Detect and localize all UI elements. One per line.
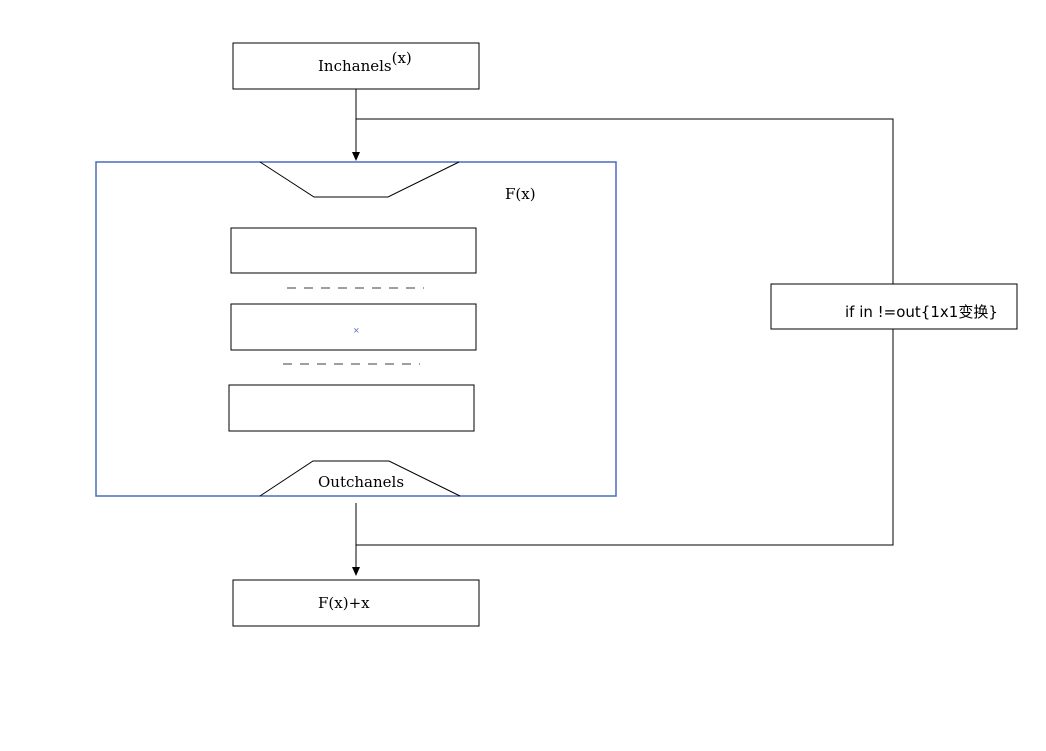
layer-box-1 bbox=[230, 227, 477, 274]
fx-block: F(x) × Outchanels bbox=[95, 161, 617, 497]
block-label: F(x) bbox=[505, 185, 536, 203]
output-trapezoid bbox=[259, 460, 461, 497]
output-block-label: Outchanels bbox=[318, 473, 404, 491]
layer-box-3 bbox=[228, 384, 475, 432]
shortcut-label: if in !=out{1x1变换} bbox=[845, 303, 998, 321]
shortcut-line bbox=[356, 118, 894, 546]
input-trapezoid bbox=[259, 161, 460, 198]
shortcut-transform-node: if in !=out{1x1变换} bbox=[770, 283, 1018, 330]
output-label: F(x)+x bbox=[318, 594, 370, 612]
output-node: F(x)+x bbox=[232, 579, 480, 627]
input-label: Inchanels bbox=[318, 57, 392, 75]
input-superscript: (x) bbox=[392, 49, 412, 67]
layer-marker: × bbox=[353, 326, 360, 335]
input-node: Inchanels(x) bbox=[232, 42, 480, 90]
svg-text:Inchanels(x): Inchanels(x) bbox=[318, 49, 412, 75]
layer-box-2 bbox=[230, 303, 477, 351]
